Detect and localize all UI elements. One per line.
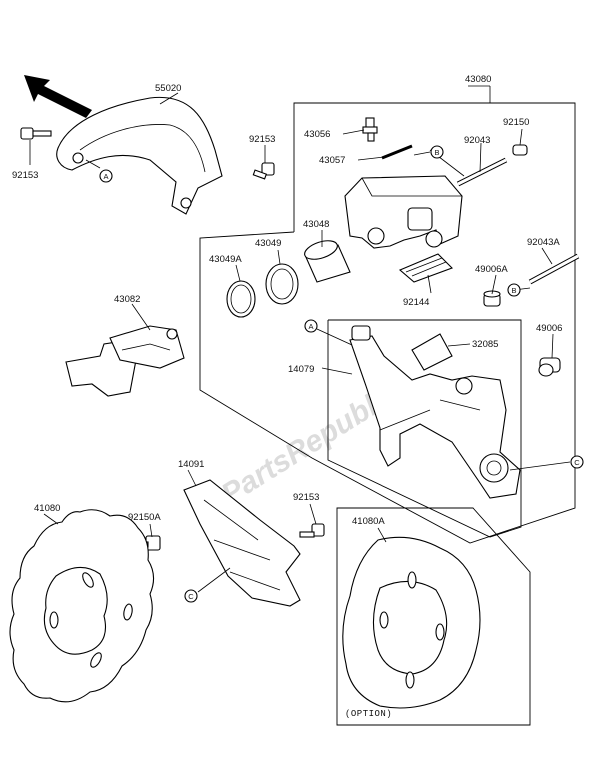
label-32085: 32085: [472, 339, 498, 350]
ref-a-guard: A: [99, 169, 113, 183]
svg-text:B: B: [434, 148, 439, 157]
svg-text:C: C: [188, 592, 194, 601]
anti-rattle-spring: [398, 253, 453, 283]
svg-text:B: B: [511, 286, 516, 295]
label-92153-mid: 92153: [293, 492, 319, 503]
label-41080: 41080: [34, 503, 60, 514]
label-92043: 92043: [464, 135, 490, 146]
disc-cover: [183, 479, 301, 607]
ref-a-bracket: A: [304, 319, 318, 333]
svg-text:C: C: [574, 458, 580, 467]
pad-shim: [411, 333, 453, 371]
brake-pads: [65, 325, 185, 397]
label-43049: 43049: [255, 238, 281, 249]
label-43080: 43080: [465, 74, 491, 85]
label-92150: 92150: [503, 117, 529, 128]
bolt-top-right: [252, 162, 275, 180]
caliper-guard: [56, 96, 223, 215]
label-14091: 14091: [178, 459, 204, 470]
label-43048: 43048: [303, 219, 329, 230]
bushing-lower: [538, 357, 561, 377]
caliper-bracket: [349, 325, 521, 499]
label-43057: 43057: [319, 155, 345, 166]
leader-lines: [29, 85, 571, 593]
option-label: (OPTION): [345, 709, 392, 719]
label-92043A: 92043A: [527, 237, 560, 248]
label-49006A: 49006A: [475, 264, 508, 275]
pin-bolt-lower: [528, 253, 580, 285]
ref-c-bracket: C: [570, 455, 584, 469]
ref-b-bolt: B: [507, 283, 521, 297]
pad-spring-pin: [381, 144, 413, 160]
caliper-assembly-frame: [199, 102, 576, 544]
bleeder-valve: [362, 117, 378, 142]
ref-b-pin: B: [430, 145, 444, 159]
label-92144: 92144: [403, 297, 429, 308]
label-49006: 49006: [536, 323, 562, 334]
label-43056: 43056: [304, 129, 330, 140]
cover-bolt: [299, 523, 325, 538]
label-92150A: 92150A: [128, 512, 161, 523]
label-92153-left: 92153: [12, 170, 38, 181]
svg-text:A: A: [308, 322, 313, 331]
label-55020: 55020: [155, 83, 181, 94]
bracket-group-frame: [327, 319, 522, 538]
bolt-left: [20, 127, 52, 140]
dust-seal: [226, 280, 256, 318]
svg-text:A: A: [103, 172, 108, 181]
front-direction-arrow: [24, 75, 92, 118]
brake-disc: [9, 509, 155, 703]
option-frame: [336, 507, 531, 726]
cap: [512, 144, 528, 156]
label-43082: 43082: [114, 294, 140, 305]
pin-bolt-upper: [456, 157, 508, 187]
ref-c-cover: C: [184, 589, 198, 603]
label-92153-top: 92153: [249, 134, 275, 145]
option-brake-disc: [342, 536, 481, 709]
label-43049A: 43049A: [209, 254, 242, 265]
label-14079: 14079: [288, 364, 314, 375]
caliper-body: [344, 175, 463, 249]
piston: [304, 240, 351, 283]
label-41080A: 41080A: [352, 516, 385, 527]
